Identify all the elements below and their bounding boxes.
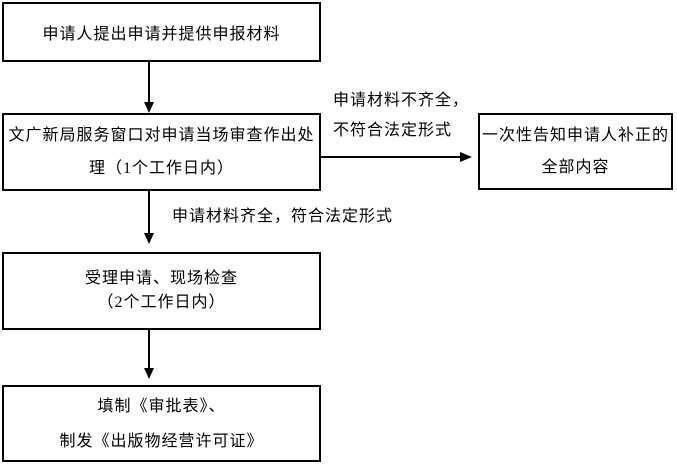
edge-accept-to-issue-line (148, 330, 150, 369)
flow-node-review-text-line2: 理（1个工作日内） (88, 160, 234, 177)
arrowhead-right-icon (460, 152, 472, 162)
flow-node-accept: 受理申请、现场检查 （2个工作日内） (2, 252, 321, 330)
flow-node-accept-text-line1: 受理申请、现场检查 (84, 270, 238, 287)
flow-node-apply-text: 申请人提出申请并提供申报材料 (42, 26, 281, 43)
edge-label-complete-text: 申请材料齐全，符合法定形式 (172, 208, 394, 225)
flow-node-issue-text-line2: 制发《出版物经营许可证》 (59, 432, 264, 450)
flow-node-issue: 填制《审批表》、 制发《出版物经营许可证》 (2, 385, 321, 462)
edge-label-complete: 申请材料齐全，符合法定形式 (172, 207, 393, 227)
edge-review-to-notify-line (321, 156, 461, 158)
flow-node-notify-text-line2: 全部内容 (541, 158, 610, 176)
flow-node-notify-text-line1: 一次性告知申请人补正的 (481, 126, 669, 144)
flow-node-notify: 一次性告知申请人补正的 全部内容 (478, 113, 673, 190)
edge-label-incomplete-line2: 不符合法定形式 (333, 122, 453, 139)
edge-apply-to-review-line (148, 62, 150, 104)
flow-node-accept-text-line2: （2个工作日内） (97, 294, 226, 311)
edge-label-incomplete-line1: 申请材料不齐全， (333, 92, 470, 109)
flow-node-apply: 申请人提出申请并提供申报材料 (2, 2, 321, 62)
arrowhead-down-icon (144, 368, 154, 379)
flow-node-issue-text-line1: 填制《审批表》、 (97, 397, 226, 415)
arrowhead-down-icon (144, 233, 154, 244)
flow-node-review-text-line1: 文广新局服务窗口对申请当场审查作出处 (8, 127, 315, 144)
edge-review-to-accept-line (148, 191, 150, 235)
arrowhead-down-icon (144, 102, 154, 113)
edge-label-incomplete: 申请材料不齐全， 不符合法定形式 (333, 86, 469, 146)
flow-node-review: 文广新局服务窗口对申请当场审查作出处 理（1个工作日内） (2, 113, 321, 191)
